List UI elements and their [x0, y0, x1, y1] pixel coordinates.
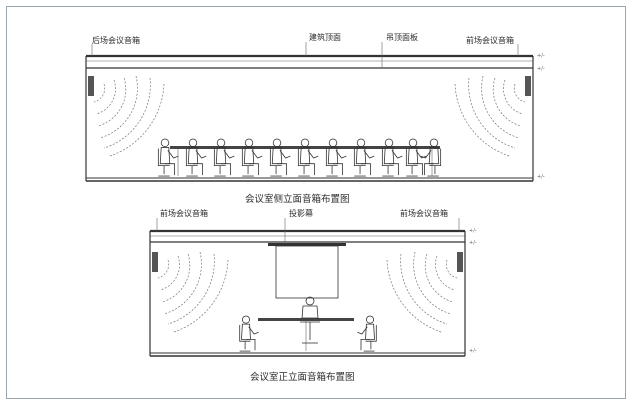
svg-text:+/-: +/-: [469, 348, 477, 354]
seated-person-icon: [157, 138, 179, 177]
label-rear-speaker: 后场会议音箱: [92, 35, 140, 45]
speaker-icon: [152, 252, 158, 272]
chair-icon: [353, 148, 366, 177]
svg-text:+/-: +/-: [537, 174, 545, 180]
caption-side-elevation: 会议室侧立面音箱布置图: [245, 193, 350, 205]
chair-icon: [157, 148, 170, 177]
elevation-marks: +/- +/- +/-: [537, 53, 545, 180]
sound-wave-right: [454, 75, 526, 157]
seated-person-icon: [239, 315, 259, 352]
people-row: [157, 138, 442, 177]
label-front-speaker: 前场会议音箱: [466, 35, 514, 45]
table-icon: [258, 318, 354, 321]
svg-text:+/-: +/-: [469, 240, 477, 246]
seated-person-icon: [241, 138, 263, 177]
svg-text:+/-: +/-: [537, 53, 545, 59]
chair-icon: [363, 325, 377, 352]
chair-icon: [241, 148, 254, 177]
people-group: [239, 296, 377, 352]
caption-front-elevation: 会议室正立面音箱布置图: [250, 371, 355, 383]
seated-person-icon: [213, 138, 235, 177]
speaker-icon: [525, 76, 531, 96]
chair-icon: [239, 325, 251, 352]
seated-person-icon: [420, 138, 442, 177]
label-building-ceiling: 建筑顶面: [309, 32, 341, 42]
chair-icon: [269, 148, 282, 177]
projection-screen-icon: [268, 243, 346, 299]
chair-icon: [405, 148, 418, 177]
drawing-frame: [6, 6, 626, 399]
seated-person-icon: [269, 138, 291, 177]
sound-wave-right: [386, 251, 458, 333]
sound-wave-left: [157, 251, 229, 333]
chair-icon: [185, 148, 198, 177]
chair-icon: [325, 148, 338, 177]
front-elevation: +/- +/- +/- 前场会议音箱 投影幕 前场会议音箱: [149, 208, 477, 383]
side-elevation: +/- +/- +/- 后场会议音箱 建筑顶面 吊顶面板 前场会议音箱: [85, 32, 545, 205]
elevation-marks: +/- +/- +/-: [469, 228, 477, 354]
label-right-speaker: 前场会议音箱: [400, 208, 448, 218]
chair-icon: [381, 148, 394, 177]
seated-person-icon: [353, 138, 375, 177]
seated-person-icon: [405, 138, 427, 177]
seated-person-icon: [300, 296, 320, 344]
seated-person-icon: [325, 138, 347, 177]
label-screen: 投影幕: [289, 208, 313, 218]
speaker-icon: [88, 76, 94, 96]
seated-person-icon: [185, 138, 207, 177]
chair-icon: [300, 321, 320, 344]
label-left-speaker: 前场会议音箱: [160, 208, 208, 218]
svg-text:+/-: +/-: [469, 228, 477, 234]
speaker-icon: [457, 252, 463, 272]
chair-icon: [297, 148, 310, 177]
seated-person-icon: [381, 138, 403, 177]
sound-wave-left: [93, 75, 165, 157]
seated-person-icon: [357, 315, 377, 352]
seated-person-icon: [297, 138, 319, 177]
svg-text:+/-: +/-: [537, 66, 545, 72]
chair-icon: [427, 148, 442, 177]
chair-icon: [213, 148, 226, 177]
label-suspended-ceiling: 吊顶面板: [386, 32, 418, 42]
